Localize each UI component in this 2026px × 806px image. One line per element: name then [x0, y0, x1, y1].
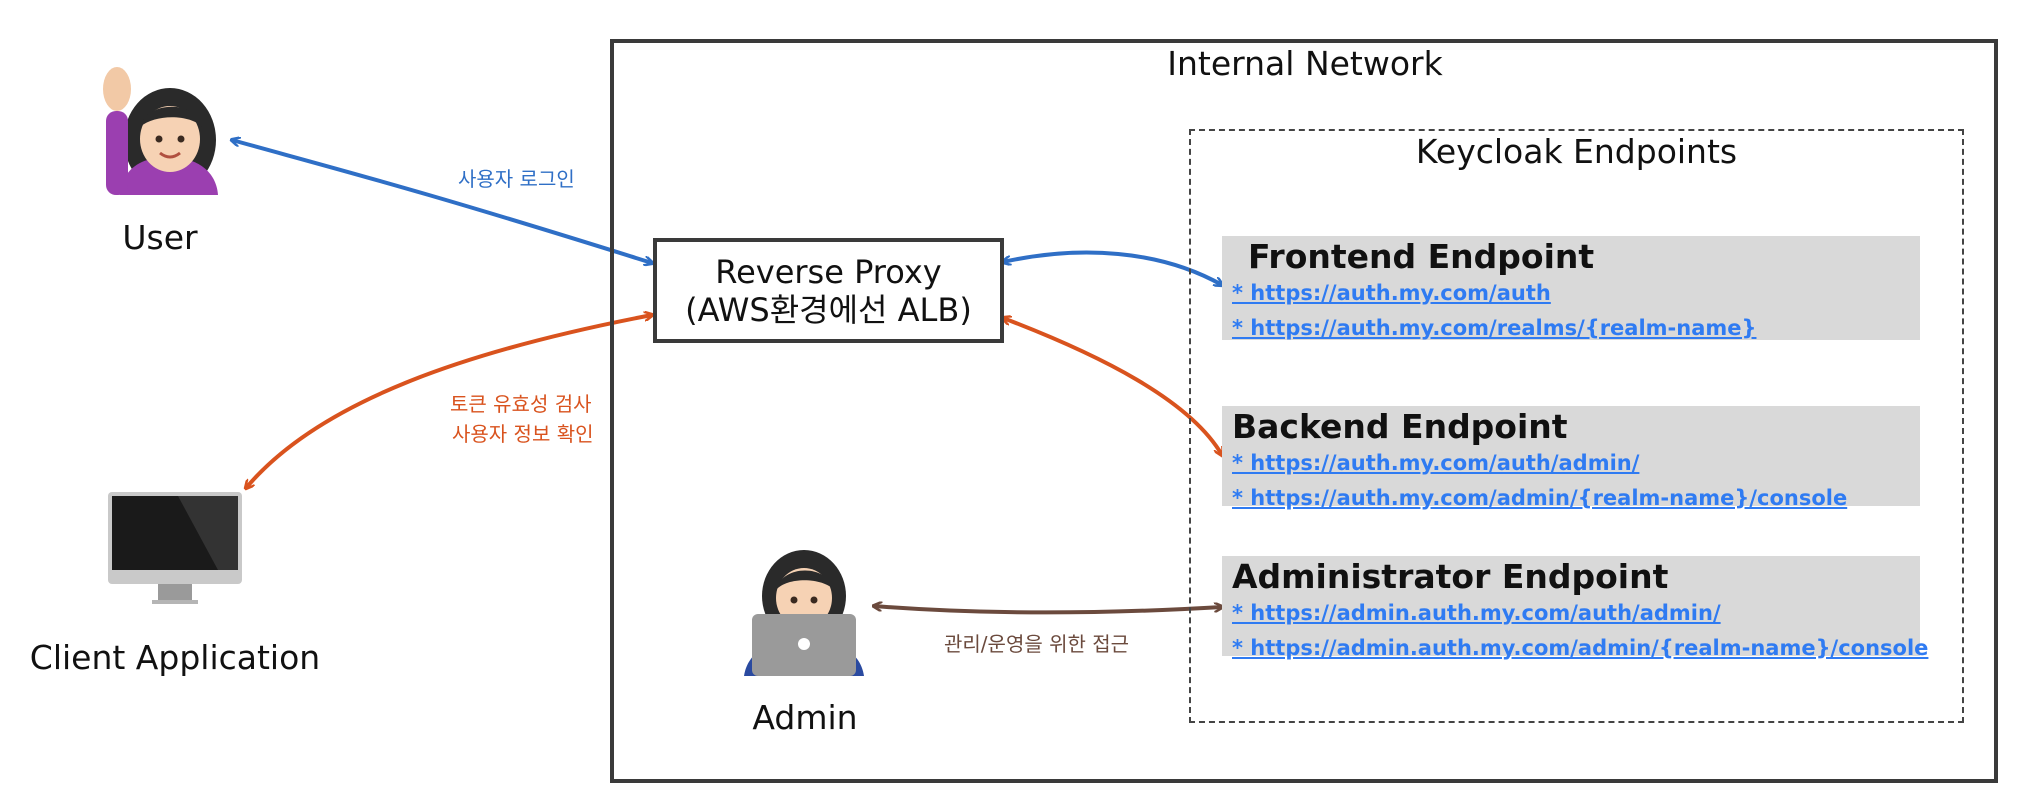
- user-login-arrow: [232, 140, 652, 263]
- user-info-annotation: 사용자 정보 확인: [452, 422, 594, 446]
- reverse-proxy-box: Reverse Proxy (AWS환경에선 ALB): [653, 238, 1004, 343]
- admin-access-annotation: 관리/운영을 위한 접근: [944, 632, 1130, 656]
- proxy-frontend-arrow: [1003, 250, 1222, 285]
- user-avatar-icon: [103, 67, 218, 195]
- frontend-link-realms[interactable]: * https://auth.my.com/realms/{realm-name…: [1232, 316, 1757, 340]
- keycloak-endpoints-title: Keycloak Endpoints: [1415, 132, 1738, 171]
- admin-access-arrow: [874, 606, 1222, 615]
- frontend-endpoint-box: Frontend Endpoint * https://auth.my.com/…: [1222, 236, 1920, 340]
- frontend-link-auth[interactable]: * https://auth.my.com/auth: [1232, 281, 1551, 305]
- reverse-proxy-label: Reverse Proxy: [715, 252, 942, 291]
- client-application-label: Client Application: [29, 638, 321, 677]
- admin-label: Admin: [752, 698, 858, 737]
- desktop-computer-icon: [108, 492, 242, 604]
- administrator-endpoint-box: Administrator Endpoint * https://admin.a…: [1222, 556, 1928, 660]
- internal-network-title: Internal Network: [1167, 44, 1443, 83]
- internal-network-boundary: [610, 39, 1998, 783]
- backend-endpoint-box: Backend Endpoint * https://auth.my.com/a…: [1222, 406, 1920, 510]
- user-label: User: [122, 218, 198, 257]
- frontend-endpoint-title: Frontend Endpoint: [1248, 237, 1595, 276]
- backend-endpoint-title: Backend Endpoint: [1232, 407, 1568, 446]
- keycloak-endpoints-boundary: [1189, 129, 1964, 723]
- client-proxy-arrow: [246, 315, 652, 488]
- administrator-endpoint-title: Administrator Endpoint: [1232, 557, 1669, 596]
- admin-laptop-avatar-icon: [744, 550, 864, 676]
- reverse-proxy-sublabel: (AWS환경에선 ALB): [685, 290, 972, 329]
- backend-link-console[interactable]: * https://auth.my.com/admin/{realm-name}…: [1232, 486, 1848, 510]
- token-check-annotation: 토큰 유효성 검사: [450, 392, 592, 416]
- user-login-annotation: 사용자 로그인: [458, 167, 575, 191]
- administrator-link-auth-admin[interactable]: * https://admin.auth.my.com/auth/admin/: [1232, 601, 1721, 625]
- administrator-link-console[interactable]: * https://admin.auth.my.com/admin/{realm…: [1232, 636, 1929, 660]
- proxy-backend-arrow: [1003, 318, 1222, 455]
- backend-link-auth-admin[interactable]: * https://auth.my.com/auth/admin/: [1232, 451, 1640, 475]
